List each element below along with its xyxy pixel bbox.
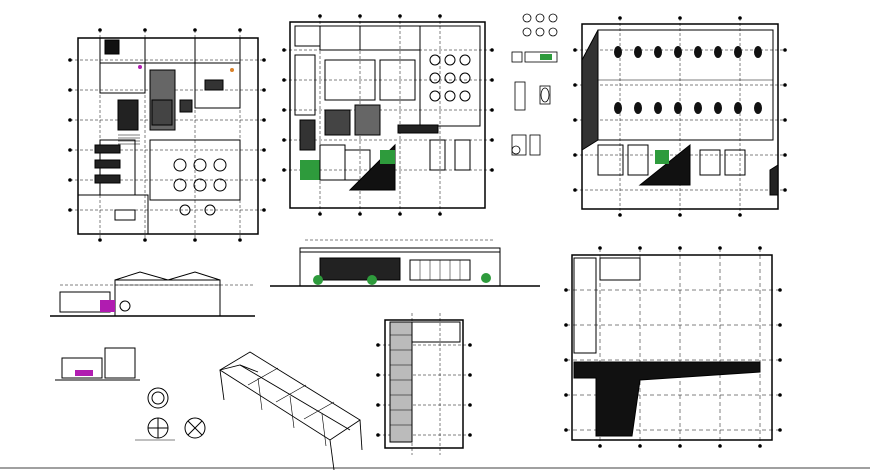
- mezzanine-plan: [376, 313, 472, 455]
- column-details: [135, 387, 206, 441]
- roof-plan: [573, 16, 787, 217]
- truss-isometric: [219, 351, 363, 471]
- furniture-blocks: [511, 13, 558, 156]
- ground-floor-plan: [68, 28, 266, 242]
- warehouse-plan: [564, 246, 782, 448]
- cross-section: [50, 271, 255, 317]
- detail-section: [55, 347, 140, 381]
- front-elevation: [270, 239, 540, 287]
- first-floor-plan: [282, 14, 494, 216]
